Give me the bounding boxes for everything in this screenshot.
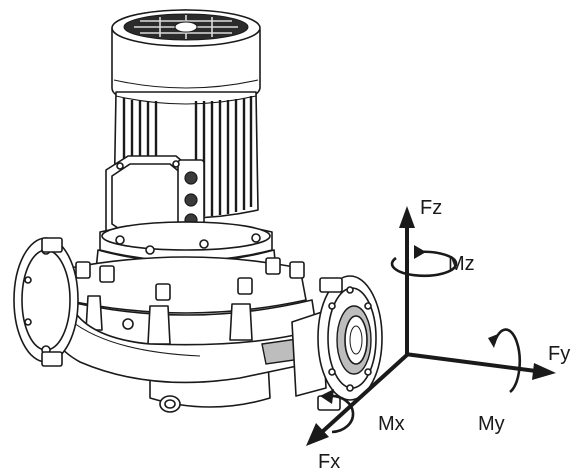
fy-arrowhead-icon [532,363,556,380]
mz-label: Mz [448,253,475,275]
my-rotation-icon [488,328,521,394]
mx-rotation-icon [320,389,355,434]
fx-label: Fx [318,451,340,473]
motor-fan-cover [111,9,261,107]
my-label: My [478,413,505,435]
right-flange [317,275,383,411]
coordinate-axes: Fz Mz Fy My Mx Fx [306,197,570,473]
pump-casing [48,256,327,413]
fz-arrowhead-icon [399,206,415,228]
inline-pump-illustration [13,9,383,413]
fy-label: Fy [548,343,570,365]
fx-arrowhead-icon [306,423,329,446]
fy-axis-line [404,352,537,373]
mz-rotation-icon [390,245,458,278]
fz-label: Fz [420,197,442,219]
mx-label: Mx [378,413,405,435]
left-flange [13,237,79,367]
fx-axis-line [320,352,410,434]
